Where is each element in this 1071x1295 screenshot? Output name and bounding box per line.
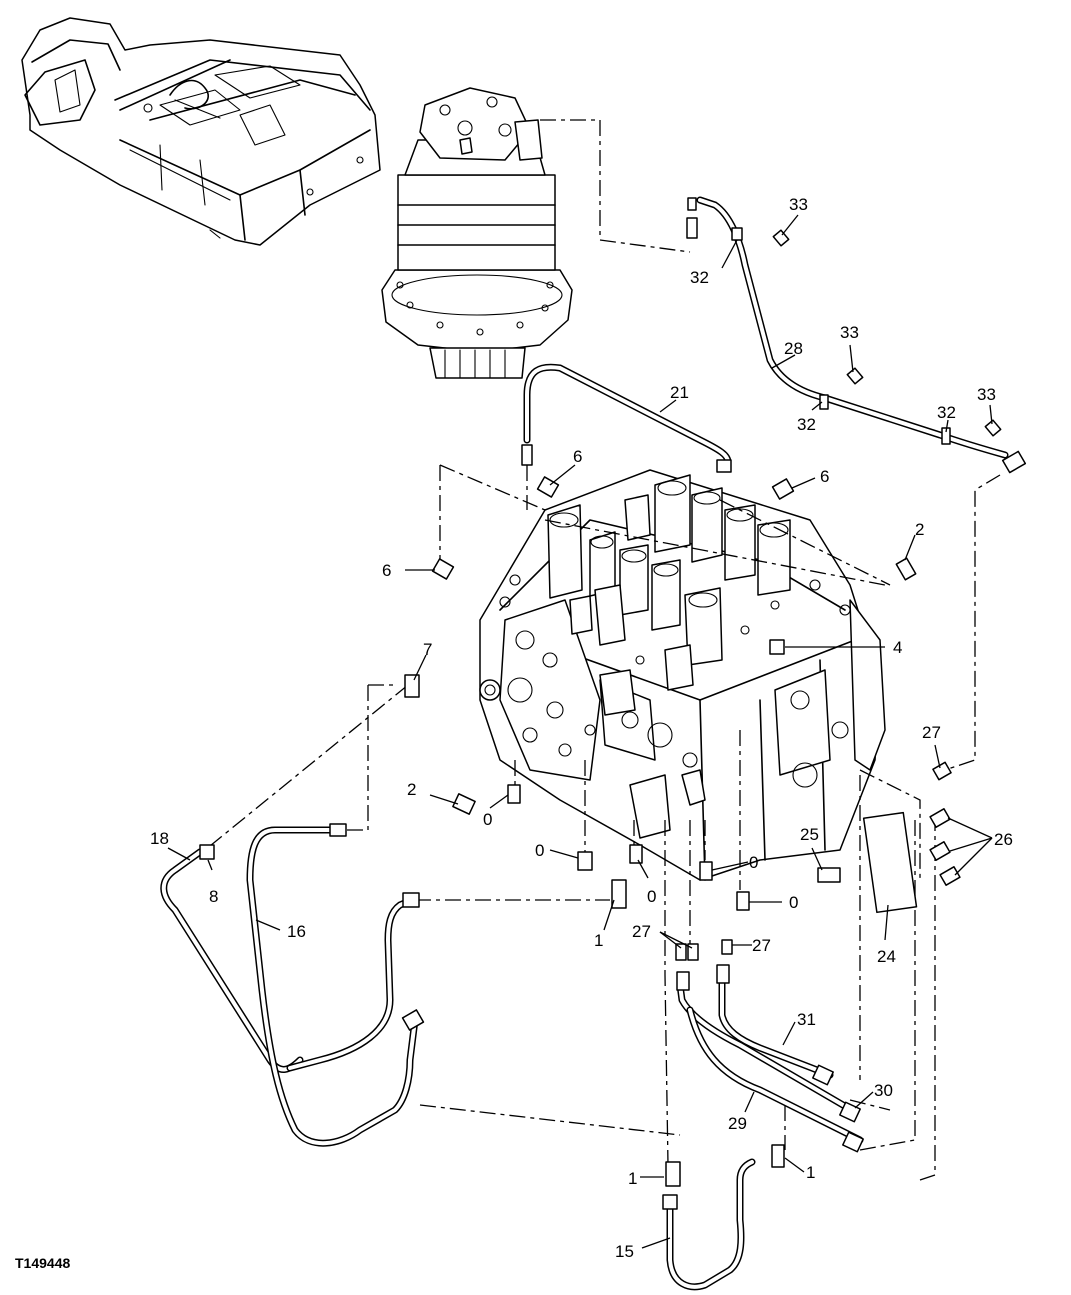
callout-32: 32	[937, 403, 956, 422]
hose-18	[160, 848, 304, 1073]
callout-21: 21	[670, 383, 689, 402]
callout-0: 0	[483, 810, 492, 829]
callout-30: 30	[874, 1081, 893, 1100]
callout-0: 0	[749, 853, 758, 872]
callout-6: 6	[573, 447, 582, 466]
callout-8: 8	[209, 887, 218, 906]
fittings	[199, 197, 1027, 1210]
callout-29: 29	[728, 1114, 747, 1133]
tube-28	[696, 196, 1009, 459]
callout-18: 18	[150, 829, 169, 848]
callout-1: 1	[806, 1163, 815, 1182]
callout-6: 6	[820, 467, 829, 486]
leader-lines	[167, 214, 993, 1249]
hose-21	[523, 363, 732, 466]
connection-lines	[204, 119, 1001, 1181]
callout-28: 28	[784, 339, 803, 358]
figure-id: T149448	[15, 1255, 70, 1271]
callout-32: 32	[797, 415, 816, 434]
callout-24: 24	[877, 947, 896, 966]
callout-26: 26	[994, 830, 1013, 849]
hose-15	[666, 1158, 756, 1291]
callout-6: 6	[382, 561, 391, 580]
callout-27: 27	[752, 936, 771, 955]
hose-31	[718, 976, 834, 1079]
callout-33: 33	[840, 323, 859, 342]
callout-1: 1	[628, 1169, 637, 1188]
hose-upper-left	[286, 896, 416, 1072]
callout-0: 0	[789, 893, 798, 912]
callout-4: 4	[893, 638, 902, 657]
callout-15: 15	[615, 1242, 634, 1261]
callout-27: 27	[922, 723, 941, 742]
callout-33: 33	[789, 195, 808, 214]
callout-0: 0	[535, 841, 544, 860]
swing-motor-illustration	[381, 87, 573, 379]
callout-31: 31	[797, 1010, 816, 1029]
control-valve-illustration	[479, 469, 886, 881]
callout-32: 32	[690, 268, 709, 287]
callout-25: 25	[800, 825, 819, 844]
callout-1: 1	[594, 931, 603, 950]
clamps	[731, 227, 951, 445]
callout-2: 2	[915, 520, 924, 539]
excavator-overview-illustration	[21, 17, 381, 246]
callout-33: 33	[977, 385, 996, 404]
hose-29	[686, 1006, 864, 1144]
hose-30	[676, 981, 859, 1116]
callout-16: 16	[287, 922, 306, 941]
callout-0: 0	[647, 887, 656, 906]
callout-labels: 33 32 28 33 32 32 33 21 6 6 6 2 4 7 27 2…	[150, 195, 1013, 1261]
callout-27: 27	[632, 922, 651, 941]
hose-16	[246, 826, 419, 1147]
callout-2: 2	[407, 780, 416, 799]
callout-7: 7	[423, 640, 432, 659]
